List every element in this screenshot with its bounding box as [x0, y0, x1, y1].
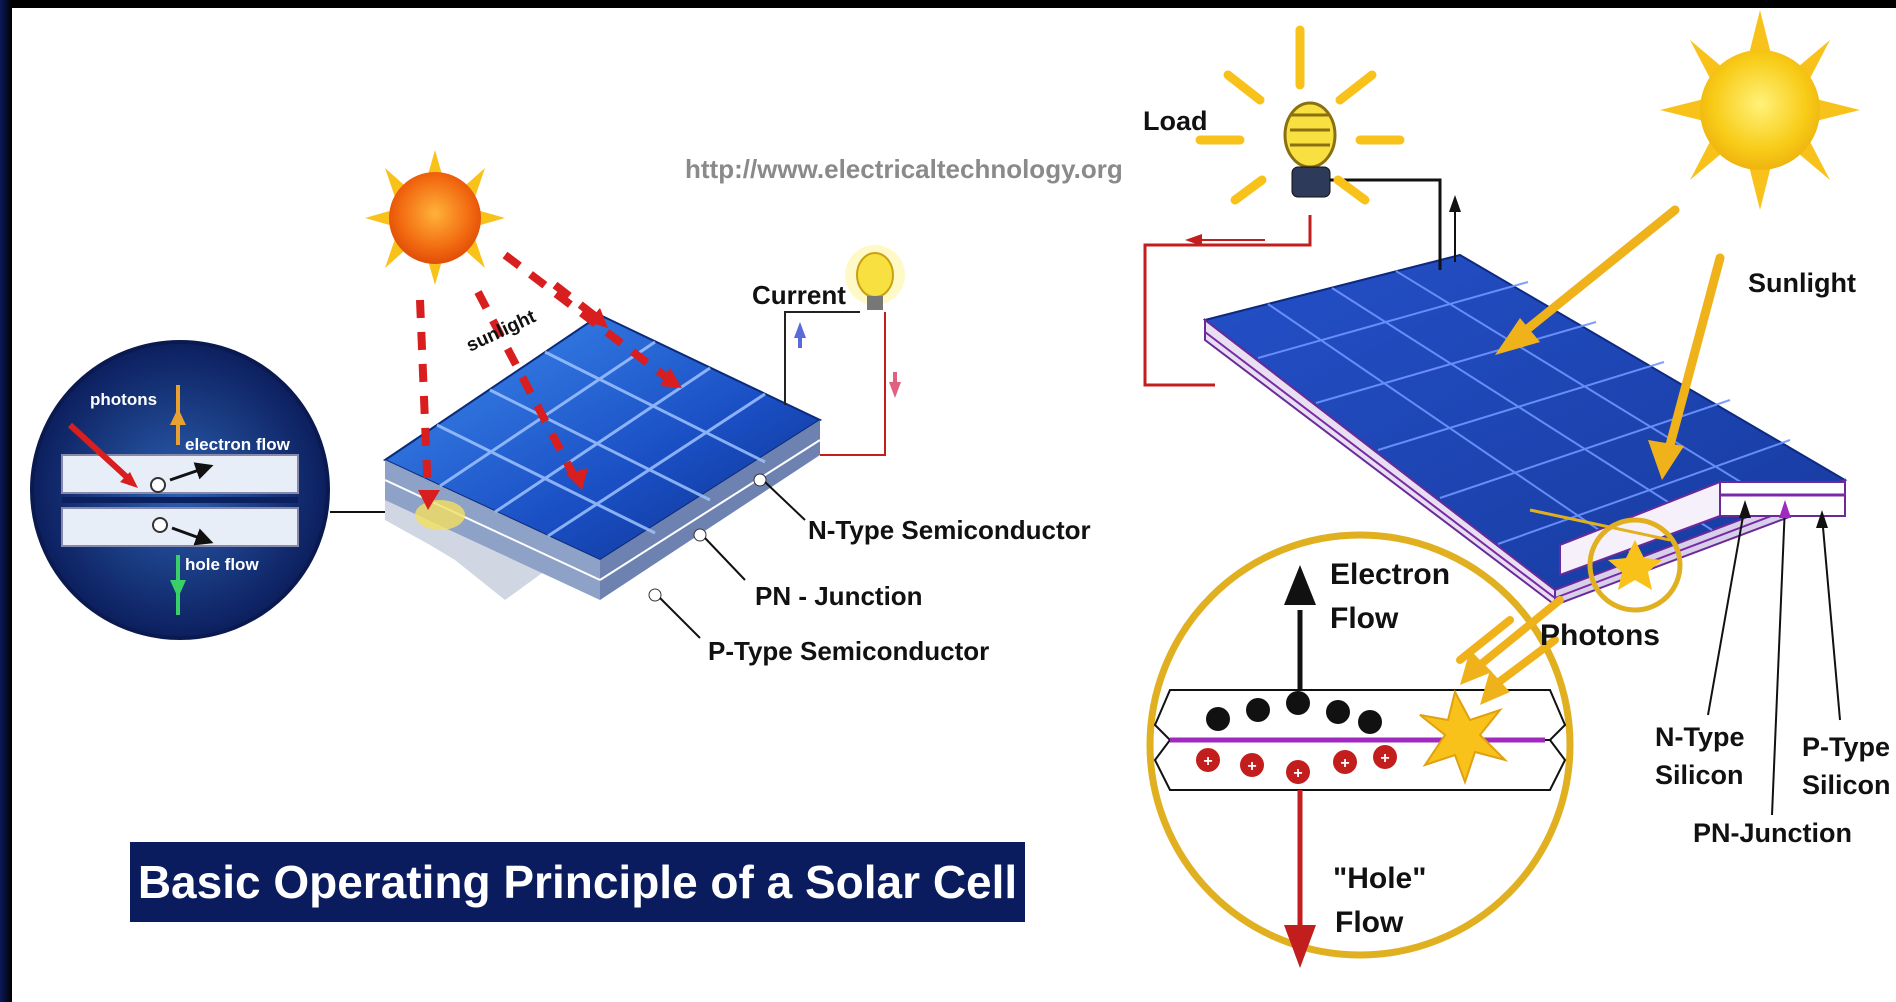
pn-junction-label: PN - Junction	[755, 581, 923, 611]
right-leader-lines	[1707, 504, 1841, 816]
svg-text:+: +	[1380, 750, 1389, 767]
sunlight-arrows	[416, 251, 673, 496]
p-type-semiconductor-label: P-Type Semiconductor	[708, 636, 989, 666]
sunlight-arrows-right	[1515, 205, 1725, 450]
photons-label: Photons	[1540, 619, 1660, 652]
electrons	[1206, 691, 1382, 734]
photon-arrows	[1456, 596, 1564, 689]
p-type-silicon-label-2: Silicon	[1802, 770, 1891, 800]
page-title: Basic Operating Principle of a Solar Cel…	[137, 856, 1018, 908]
svg-text:+: +	[1340, 755, 1349, 772]
svg-text:+: +	[1203, 753, 1212, 770]
right-circuit	[1143, 178, 1442, 387]
n-type-silicon-label-1: N-Type	[1655, 722, 1745, 752]
inset-photons-label: photons	[90, 390, 157, 409]
left-leader-lines	[659, 481, 806, 639]
n-type-silicon-label-2: Silicon	[1655, 760, 1744, 790]
photon-arrow	[67, 422, 133, 483]
left-solar-panel	[382, 313, 823, 602]
load-label: Load	[1143, 106, 1208, 136]
hole-flow-label-2: Flow	[1335, 906, 1404, 939]
title-banner: Basic Operating Principle of a Solar Cel…	[130, 842, 1025, 922]
magnified-view: + + + + +	[1146, 531, 1574, 968]
inset-electron-flow-label: electron flow	[185, 435, 291, 454]
magnifier-source	[1587, 517, 1683, 613]
hole-icon	[152, 517, 168, 533]
electron-flow-label-2: Flow	[1330, 602, 1399, 635]
left-edge-glow	[0, 0, 12, 1002]
left-circuit	[784, 311, 886, 456]
inset-hole-flow-label: hole flow	[185, 555, 259, 574]
right-sun-icon	[1660, 10, 1860, 210]
holes	[1196, 745, 1397, 784]
sunlight-right-label: Sunlight	[1748, 268, 1856, 298]
left-sun-icon	[365, 150, 505, 285]
svg-text:+: +	[1247, 758, 1256, 775]
n-type-semiconductor-label: N-Type Semiconductor	[808, 515, 1091, 545]
p-type-silicon-label-1: P-Type	[1802, 732, 1890, 762]
lightbulb-icon	[845, 245, 905, 310]
cfl-bulb-icon	[1195, 25, 1405, 205]
electron-icon	[150, 477, 166, 493]
current-label: Current	[752, 280, 846, 310]
source-url-text: http://www.electricaltechnology.org	[685, 154, 1123, 184]
pn-junction-right-label: PN-Junction	[1693, 818, 1852, 848]
electron-flow-label-1: Electron	[1330, 558, 1450, 591]
hole-flow-label-1: "Hole"	[1333, 862, 1426, 895]
right-cross-section	[1559, 480, 1846, 577]
inset-circle: photons electron flow hole flow	[30, 340, 330, 640]
svg-text:+: +	[1293, 765, 1302, 782]
